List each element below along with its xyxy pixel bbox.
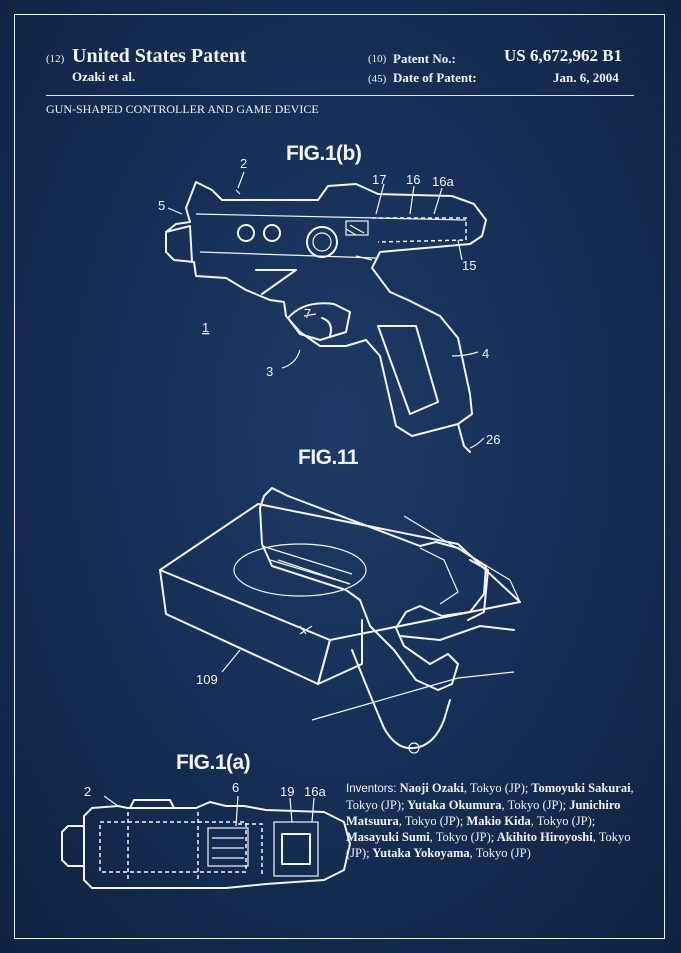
ref-2-top: 2 (84, 784, 91, 799)
code-12: (12) (46, 53, 65, 65)
inventors-block: Inventors: Naoji Ozaki, Tokyo (JP); Tomo… (346, 780, 646, 861)
ref-19: 19 (280, 784, 294, 799)
inventor-location: Tokyo (JP) (346, 830, 631, 860)
fig1a-label: FIG.1(a) (176, 751, 251, 774)
ref-2: 2 (240, 156, 247, 171)
ref-16a: 16a (432, 174, 454, 189)
inventor-location: Tokyo (JP) (507, 798, 563, 812)
patent-title: United States Patent (72, 45, 247, 67)
fig1a-leaders (103, 795, 315, 827)
inventor-location: Tokyo (JP) (536, 814, 592, 828)
page-border (14, 14, 665, 939)
assignee: Ozaki et al. (72, 69, 136, 84)
ref-16: 16 (406, 172, 420, 187)
code-45: (45) (368, 73, 387, 85)
ref-1: 1 (202, 320, 209, 335)
ref-7: 7 (304, 306, 311, 321)
fig1a-drawing (61, 799, 351, 889)
fig1b-label: FIG.1(b) (286, 142, 362, 165)
ref-3: 3 (266, 364, 273, 379)
inventor-location: Tokyo (JP) (404, 814, 460, 828)
inventor-name: Junichiro Matsuura (346, 798, 621, 828)
fig11-label: FIG.11 (298, 446, 359, 469)
inventor-name: Yutaka Okumura (404, 798, 502, 812)
inventor-name: Naoji Ozaki (399, 781, 464, 795)
ref-26: 26 (486, 432, 500, 447)
ref-17: 17 (372, 172, 386, 187)
inventor-location: Tokyo (JP) (435, 830, 491, 844)
inventor-name: Akihito Hiroyoshi (494, 830, 593, 844)
inventors-list: Naoji Ozaki, Tokyo (JP); Tomoyuki Sakura… (346, 781, 634, 860)
date-label: Date of Patent: (393, 70, 477, 85)
fig1b-leaders (167, 171, 485, 449)
inventor-name: Tomoyuki Sakurai (528, 781, 631, 795)
patent-no-label: Patent No.: (393, 51, 456, 66)
ref-15: 15 (462, 258, 476, 273)
inventor-name: Yutaka Yokoyama (369, 846, 470, 860)
ref-6: 6 (232, 780, 239, 795)
ref-16a-top: 16a (304, 784, 326, 799)
fig11-drawing (159, 487, 521, 754)
patent-number: US 6,672,962 B1 (504, 46, 623, 65)
ref-109-leader (221, 649, 241, 673)
code-10: (10) (368, 53, 387, 65)
inventor-name: Masayuki Sumi (346, 830, 430, 844)
ref-4: 4 (482, 346, 489, 361)
inventor-name: Makio Kida (463, 814, 531, 828)
patent-date: Jan. 6, 2004 (553, 70, 619, 85)
inventor-location: Tokyo (JP) (346, 798, 402, 812)
patent-subject: GUN-SHAPED CONTROLLER AND GAME DEVICE (46, 102, 319, 116)
inventors-label: Inventors: (346, 783, 397, 795)
header-rule (46, 95, 634, 96)
ref-109: 109 (196, 672, 218, 687)
inventor-location: Tokyo (JP) (475, 846, 531, 860)
ref-5: 5 (158, 198, 165, 213)
fig1b-drawing (165, 181, 487, 453)
inventor-location: Tokyo (JP) (469, 781, 525, 795)
